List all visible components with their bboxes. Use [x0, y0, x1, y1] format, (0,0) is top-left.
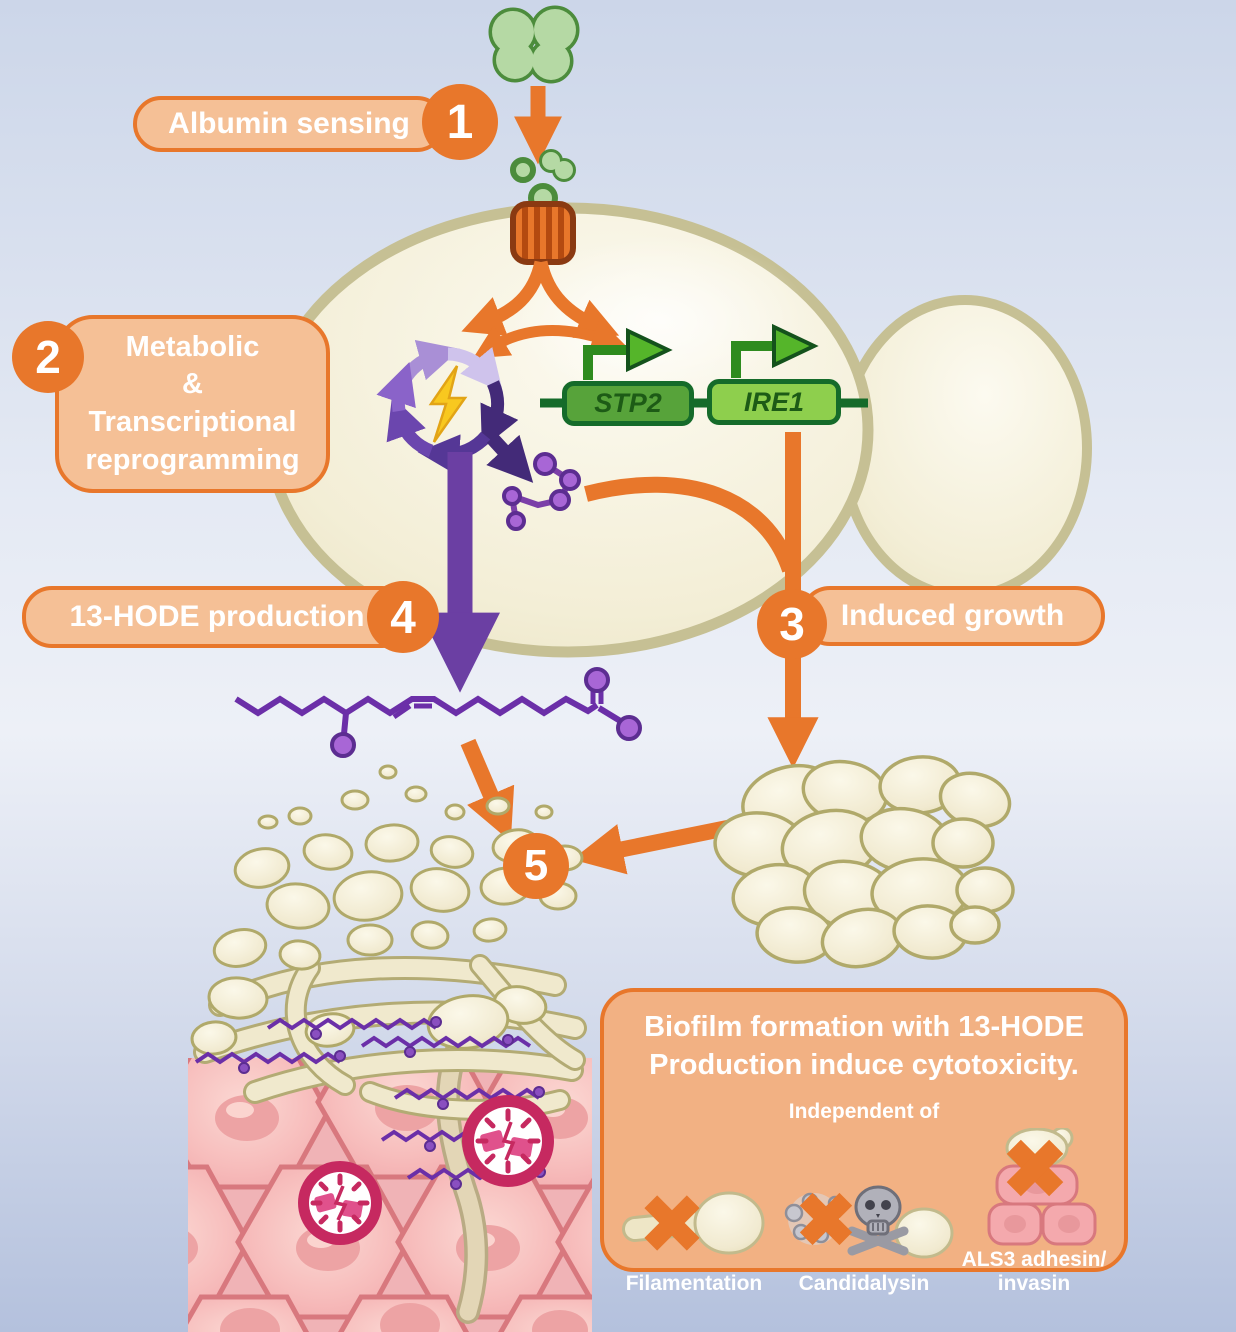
als3-adhesin-icon	[987, 1127, 1097, 1246]
signal-arrows	[461, 260, 628, 359]
x-mark-icon	[1006, 1139, 1064, 1196]
legend-item-candidalysin: Candidalysin	[774, 1175, 954, 1296]
step-badge-4: 4	[367, 581, 439, 653]
invading-hypha-icon	[435, 1018, 489, 1324]
biofilm-info-box: Biofilm formation with 13-HODE Productio…	[600, 988, 1128, 1295]
gene-stp2: STP2	[562, 381, 694, 426]
amino-acid-icon	[502, 452, 581, 531]
x-mark-icon	[644, 1195, 700, 1251]
legend-label: ALS3 adhesin/ invasin	[961, 1247, 1107, 1295]
x-mark-icon	[799, 1192, 853, 1245]
info-box-title: Biofilm formation with 13-HODE Productio…	[644, 1011, 1084, 1082]
gene-locus	[540, 323, 868, 408]
yeast-cluster-icon	[713, 755, 1015, 969]
albumin-icon	[488, 5, 580, 84]
promoter-arrow-ire1	[731, 323, 819, 378]
info-box-subtitle: Independent of	[788, 1099, 940, 1123]
daughter-bud-cell	[838, 295, 1092, 601]
step-badge-3: 3	[757, 589, 827, 659]
arrow-metabolite-to-growth	[584, 476, 798, 573]
damage-badge-icon	[462, 1095, 554, 1187]
damage-badge-icon	[298, 1161, 382, 1245]
candidalysin-icon	[784, 1185, 954, 1259]
skull-icon	[847, 1185, 909, 1256]
legend-label: Filamentation	[625, 1271, 763, 1295]
filamentation-icon	[622, 1191, 765, 1255]
label-albumin-sensing: Albumin sensing	[133, 96, 445, 152]
step-badge-1: 1	[422, 84, 498, 160]
label-reprogramming: Metabolic & Transcriptional reprogrammin…	[55, 315, 330, 493]
legend-label: Candidalysin	[798, 1271, 930, 1295]
arrow-cycle-to-metabolite	[486, 433, 534, 483]
receptor-icon	[510, 201, 576, 265]
label-induced-growth: Induced growth	[800, 586, 1105, 646]
lightning-icon	[428, 365, 468, 443]
hode-molecule-icon	[234, 667, 642, 758]
label-hode-production: 13-HODE production	[22, 586, 412, 648]
step-badge-5: 5	[503, 833, 569, 899]
gene-ire1: IRE1	[707, 379, 841, 425]
independence-legend: Filamentation	[614, 1127, 1114, 1296]
promoter-arrow-stp2	[583, 327, 673, 380]
biofilm-mass-icon	[190, 764, 587, 1121]
legend-item-filamentation: Filamentation	[614, 1175, 774, 1296]
legend-item-als3: ALS3 adhesin/ invasin	[954, 1127, 1114, 1296]
step-badge-2: 2	[12, 321, 84, 393]
